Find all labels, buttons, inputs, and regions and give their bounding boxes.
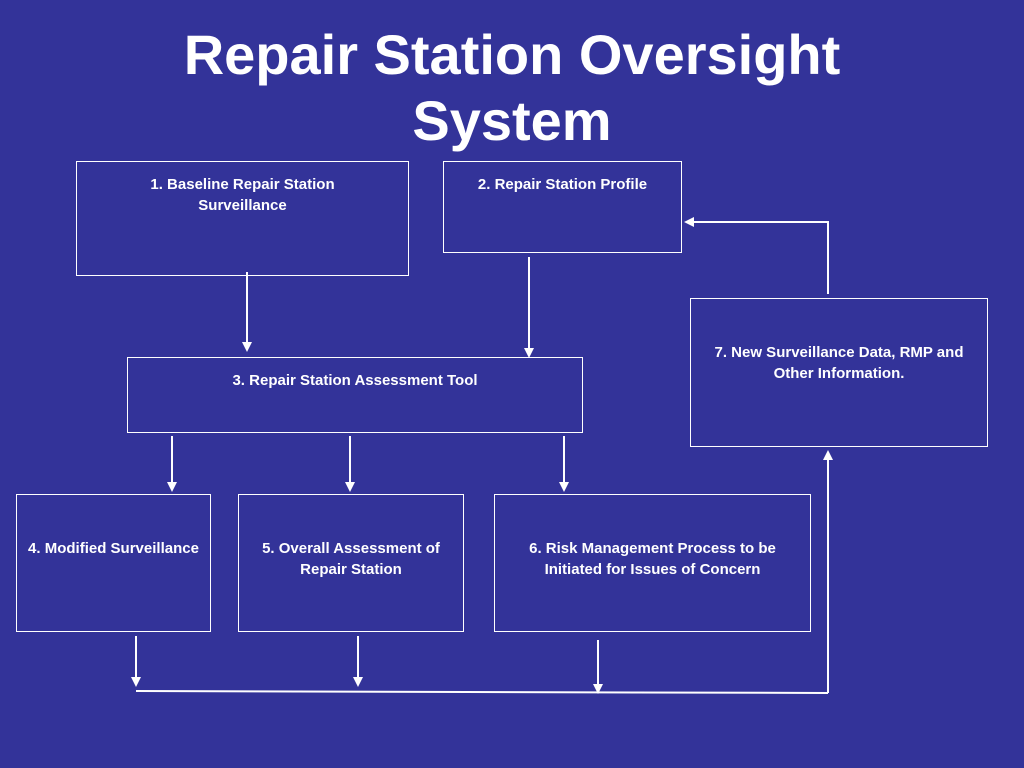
arrow-7-to-2: [684, 217, 829, 294]
box-1-label: 1. Baseline Repair Station Surveillance: [150, 176, 335, 214]
page-title: Repair Station Oversight System: [0, 22, 1024, 154]
box-overall-assessment: 5. Overall Assessment of Repair Station: [238, 494, 464, 632]
box-assessment-tool: 3. Repair Station Assessment Tool: [127, 357, 583, 433]
box-modified-surveillance: 4. Modified Surveillance: [16, 494, 211, 632]
box-repair-station-profile: 2. Repair Station Profile: [443, 161, 682, 253]
bottom-collector-line: [135, 690, 829, 694]
box-2-label: 2. Repair Station Profile: [477, 176, 648, 193]
box-4-label: 4. Modified Surveillance: [28, 540, 199, 557]
box-baseline-surveillance: 1. Baseline Repair Station Surveillance: [76, 161, 409, 276]
title-line-1: Repair Station Oversight: [183, 23, 841, 86]
box-new-surveillance-data: 7. New Surveillance Data, RMP and Other …: [690, 298, 988, 447]
box-risk-management-process: 6. Risk Management Process to be Initiat…: [494, 494, 811, 632]
box-7-label: 7. New Surveillance Data, RMP and Other …: [714, 344, 964, 382]
title-line-2: System: [412, 89, 612, 152]
box-6-label: 6. Risk Management Process to be Initiat…: [529, 540, 776, 578]
box-5-label: 5. Overall Assessment of Repair Station: [262, 540, 440, 578]
box-3-label: 3. Repair Station Assessment Tool: [232, 372, 478, 389]
